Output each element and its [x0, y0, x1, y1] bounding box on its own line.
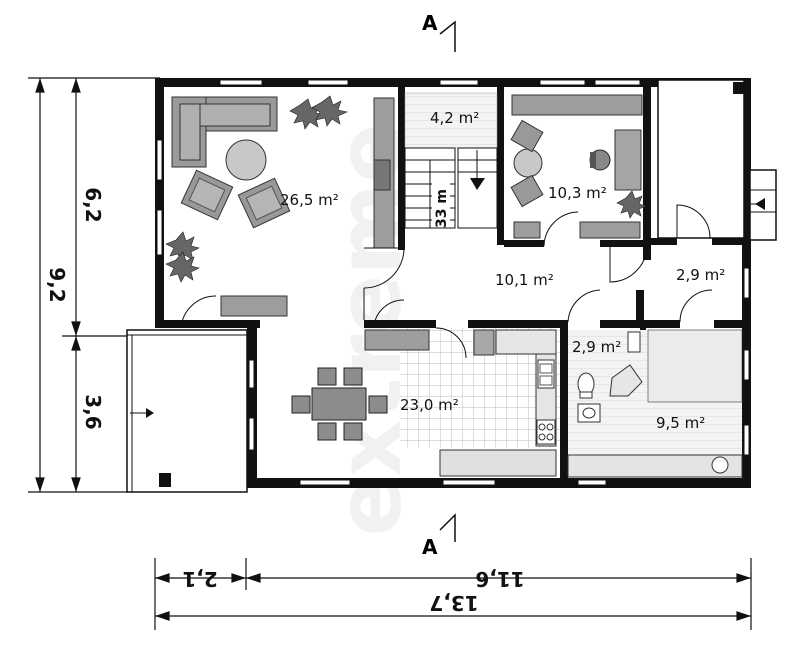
armchair — [237, 177, 291, 229]
horizontal-dimension-lines — [154, 558, 752, 630]
dining-chairs — [291, 367, 388, 441]
stair-label: 33 m — [434, 189, 450, 228]
windows — [156, 79, 750, 486]
kitchen-counter — [439, 329, 557, 477]
sofa-corner — [171, 96, 278, 168]
tv-unit — [373, 159, 391, 191]
kitchen-cabinet-top — [364, 329, 430, 351]
dimension-vertical-upper: 6,2 — [81, 187, 105, 222]
room-label-office: 10,3 m² — [548, 184, 607, 202]
plant-icon — [165, 231, 200, 283]
doors — [180, 204, 713, 359]
room-label-corridor: 10,1 m² — [495, 271, 554, 289]
dimension-horizontal-main: 11,6 — [475, 567, 524, 591]
room-label-bath: 9,5 m² — [656, 414, 705, 432]
room-label-storage: 2,9 m² — [676, 266, 725, 284]
vertical-dimension-lines — [28, 77, 160, 493]
armchair — [180, 169, 234, 221]
wc-fixtures — [567, 329, 743, 478]
staircase: 33 m — [404, 92, 498, 229]
plant-icon — [289, 95, 348, 130]
svg-text:A: A — [422, 535, 438, 559]
room-label-living: 26,5 m² — [280, 191, 339, 209]
dimension-horizontal-total: 13,7 — [429, 591, 478, 615]
office-shelf — [511, 94, 643, 116]
office-small-shelf — [513, 221, 541, 239]
plant-icon — [616, 190, 647, 219]
office-desk — [614, 129, 642, 191]
office-chair-icon — [589, 149, 611, 171]
dimension-vertical-lower: 3,6 — [81, 394, 105, 429]
terrace-right — [657, 79, 777, 241]
sideboard — [220, 295, 288, 317]
round-coffee-table — [225, 139, 267, 181]
office-cabinet — [579, 221, 641, 239]
dining-table — [311, 387, 367, 421]
section-marker-top: A — [422, 11, 456, 52]
room-label-hall-top: 4,2 m² — [430, 109, 479, 127]
office-round-table — [513, 148, 543, 178]
dimension-horizontal-left: 2,1 — [182, 567, 217, 591]
fridge — [473, 329, 495, 356]
room-label-wc: 2,9 m² — [572, 338, 621, 356]
room-label-kitchen-dining: 23,0 m² — [400, 396, 459, 414]
section-marker-bottom: A — [422, 513, 456, 559]
dimension-vertical-total: 9,2 — [45, 267, 69, 302]
svg-text:A: A — [422, 11, 438, 35]
armchair — [510, 119, 544, 208]
terrace-left — [126, 329, 248, 493]
